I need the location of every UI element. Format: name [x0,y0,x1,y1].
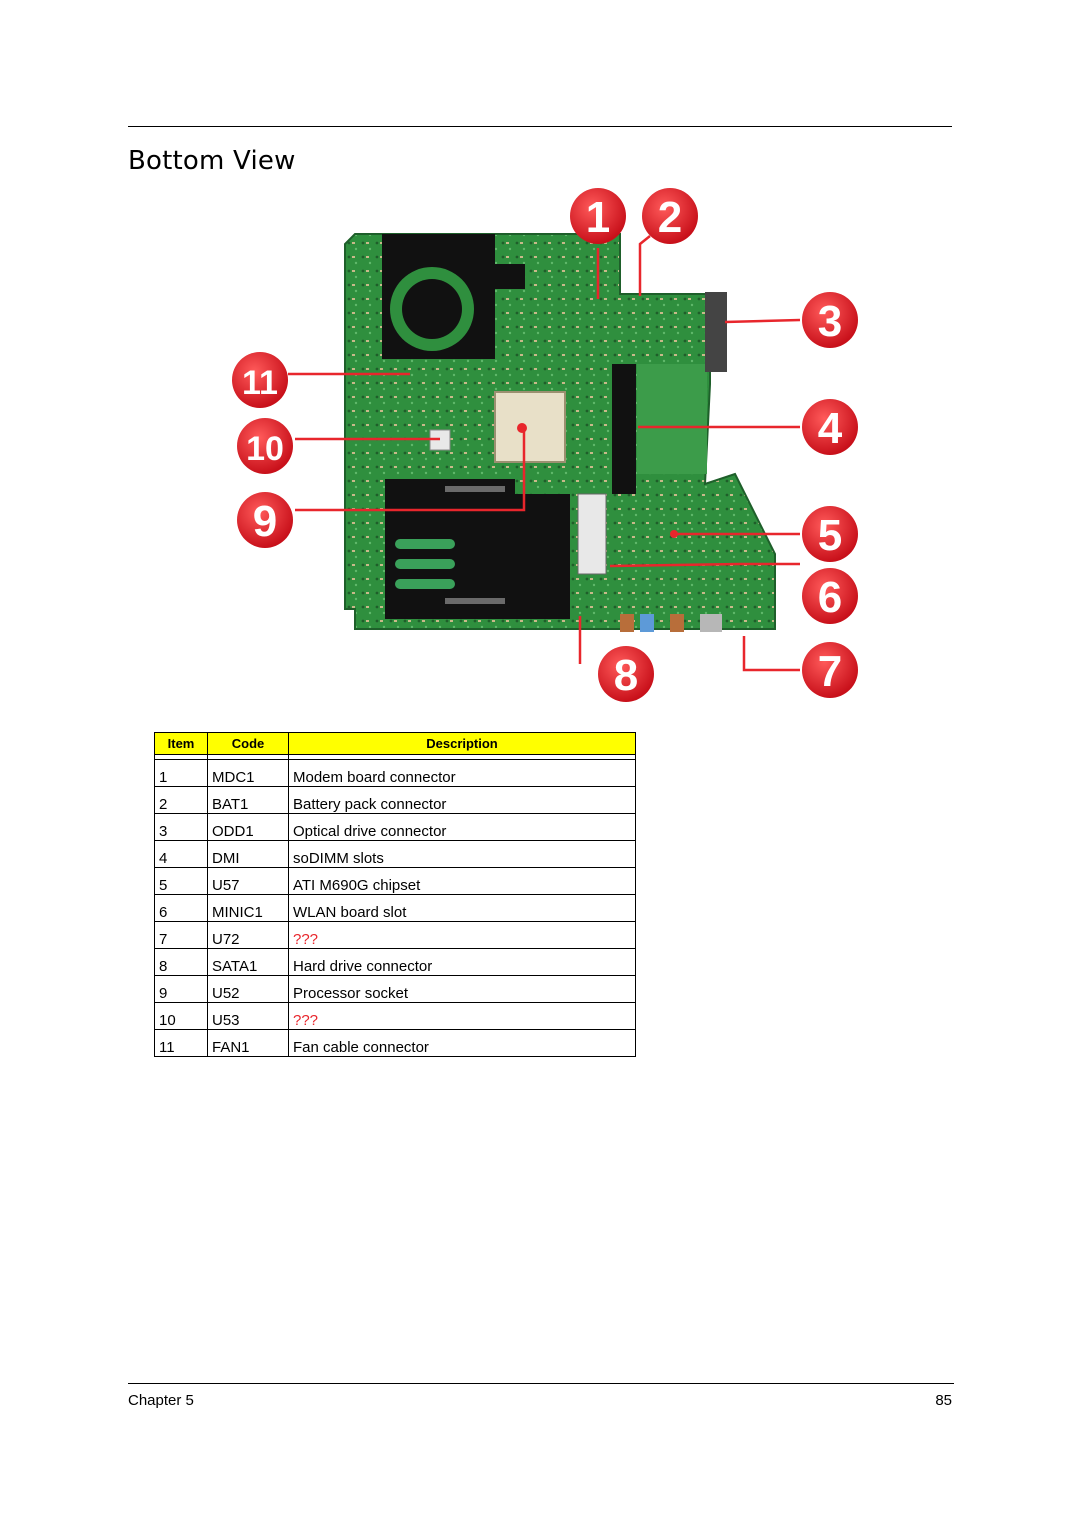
cell-description: soDIMM slots [288,840,636,868]
cell-code: U57 [207,867,289,895]
svg-text:10: 10 [246,430,284,468]
cell-description: WLAN board slot [288,894,636,922]
cell-description: ??? [288,1002,636,1030]
table-header-row: Item Code Description [154,732,636,755]
callout-6: 6 [802,568,858,624]
header-description: Description [288,732,636,755]
svg-text:9: 9 [253,497,277,546]
sodimm-slots [612,364,636,494]
cell-description: Modem board connector [288,759,636,787]
svg-text:7: 7 [818,647,842,696]
svg-text:5: 5 [818,511,842,560]
header-item: Item [154,732,208,755]
cell-item: 9 [154,975,208,1003]
cell-code: SATA1 [207,948,289,976]
cell-code: U72 [207,921,289,949]
motherboard-figure: 1 2 3 4 5 6 7 8 9 10 11 [150,184,930,704]
cell-item: 5 [154,867,208,895]
cell-item: 10 [154,1002,208,1030]
cell-code: FAN1 [207,1029,289,1057]
cell-description: Optical drive connector [288,813,636,841]
cell-code: BAT1 [207,786,289,814]
cell-item: 2 [154,786,208,814]
callout-1: 1 [570,188,626,244]
callout-7: 7 [802,642,858,698]
callout-5: 5 [802,506,858,562]
table-spacer [154,754,636,760]
cell-item: 11 [154,1029,208,1057]
sata-slot [577,493,607,575]
svg-text:2: 2 [658,193,682,242]
callout-3: 3 [802,292,858,348]
cell-item: 3 [154,813,208,841]
footer-page-number: 85 [935,1392,952,1409]
cell-item: 6 [154,894,208,922]
callout-11: 11 [232,352,288,408]
callout-4: 4 [802,399,858,455]
callout-8: 8 [598,646,654,702]
cell-item: 1 [154,759,208,787]
cell-description: Processor socket [288,975,636,1003]
cell-code: MINIC1 [207,894,289,922]
svg-text:8: 8 [614,651,638,700]
odd-connector [705,292,727,372]
callout-2: 2 [642,188,698,244]
cell-description: Hard drive connector [288,948,636,976]
cell-code: DMI [207,840,289,868]
svg-text:11: 11 [242,364,278,402]
cell-description: Battery pack connector [288,786,636,814]
cell-code: ODD1 [207,813,289,841]
cell-code: U53 [207,1002,289,1030]
header-code: Code [207,732,289,755]
cell-description: Fan cable connector [288,1029,636,1057]
cell-item: 8 [154,948,208,976]
callout-10: 10 [237,418,293,474]
cell-description: ATI M690G chipset [288,867,636,895]
motherboard-diagram: 1 2 3 4 5 6 7 8 9 10 11 [232,188,858,702]
cell-code: MDC1 [207,759,289,787]
cell-item: 7 [154,921,208,949]
bottom-rule [128,1383,954,1384]
cell-item: 4 [154,840,208,868]
svg-text:3: 3 [818,297,842,346]
svg-text:6: 6 [818,573,842,622]
top-rule [128,126,952,127]
processor-socket [494,391,566,463]
page-title: Bottom View [128,146,296,176]
cell-code: U52 [207,975,289,1003]
svg-text:4: 4 [818,404,843,453]
callout-9: 9 [237,492,293,548]
footer-chapter: Chapter 5 [128,1392,194,1409]
svg-text:1: 1 [586,193,610,242]
cell-description: ??? [288,921,636,949]
